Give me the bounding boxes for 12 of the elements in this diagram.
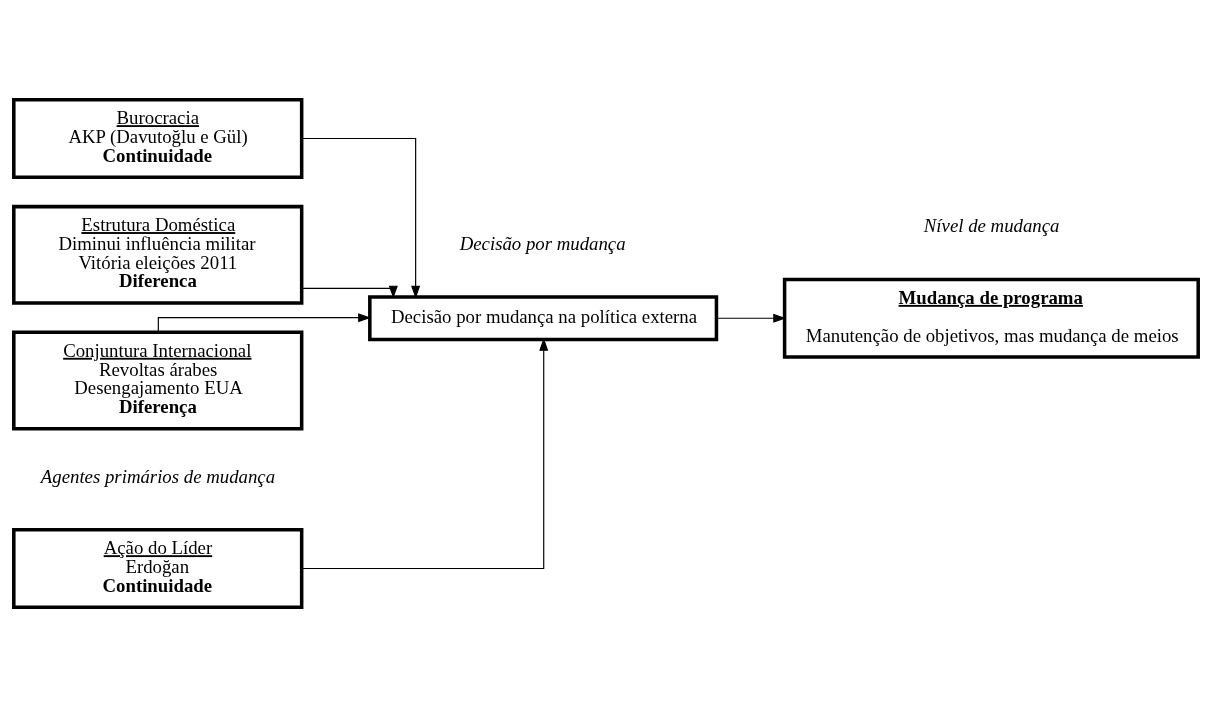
arrow [157,312,372,333]
label: Decisão por mudança [459,232,626,254]
arrow [301,137,421,299]
node-box: Estrutura Doméstica Diminui influência militar Vitória eleições 2011 Diferenca [12,204,304,305]
node-box: Conjuntura Internacional Revoltas árabes Desengajamento EUA Diferença [12,330,304,430]
label: Nível de mudança [923,214,1060,236]
node-box: Mudança de programa Manutenção de objetivos, mas mudança de meios [782,277,1200,359]
node-box: Decisão por mudança na política externa [368,294,719,341]
label: Agentes primários de mudança [40,465,276,487]
arrow [301,285,398,299]
node-box: Ação do Líder Erdoğan Continuidade [12,527,304,609]
node-box: Burocracia AKP (Davutoğlu e Gül) Continuidade [12,97,304,179]
